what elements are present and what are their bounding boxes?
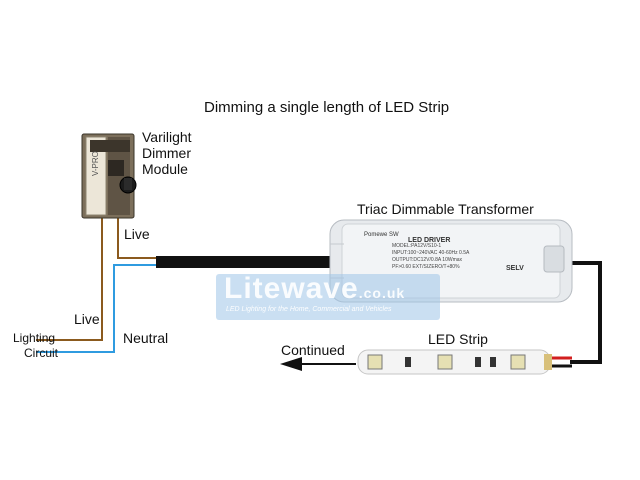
neutral-label: Neutral (123, 330, 169, 346)
driver-spec-1: MODEL:PA12V/S10-1 (392, 243, 442, 249)
diagram-title: Dimming a single length of LED Strip (204, 99, 450, 116)
driver-selv: SELV (506, 265, 524, 272)
watermark: Litewave.co.uk LED Lighting for the Home… (216, 272, 440, 320)
driver-spec-2: INPUT:100~240VAC 40-60Hz 0.5A (392, 250, 470, 256)
dimmer-label-line-1: Varilight (142, 129, 192, 145)
live-wire (36, 210, 158, 341)
main-cable (156, 256, 334, 268)
watermark-brand-main: Litewave (224, 272, 359, 305)
continued-label: Continued (281, 342, 345, 358)
driver-panel-title: LED DRIVER (408, 237, 451, 244)
driver-spec-4: PF>0.60 EXT/SIZERO/T+80% (392, 264, 460, 270)
live-label-top: Live (124, 226, 150, 242)
watermark-brand: Litewave.co.uk (224, 272, 405, 306)
dimmer-module (81, 133, 137, 219)
live-label-left: Live (74, 311, 100, 327)
dimmer-side-text: V-PRO (91, 151, 100, 176)
output-cable (570, 261, 602, 364)
watermark-brand-suffix: .co.uk (358, 285, 406, 301)
driver-spec-3: OUTPUT:DC12V/0.8A 10Wmax (392, 257, 463, 263)
lighting-circuit-line-1: Lighting (13, 331, 56, 345)
lighting-circuit-line-2: Circuit (24, 346, 59, 360)
driver-brand: Pomewe SW (364, 232, 399, 238)
dimmer-label-line-3: Module (142, 161, 188, 177)
led-strip (357, 349, 552, 375)
dimmer-label-line-2: Dimmer (142, 145, 191, 161)
continued-arrow (280, 357, 356, 371)
watermark-tagline: LED Lighting for the Home, Commercial an… (226, 306, 392, 313)
neutral-wire (36, 264, 158, 353)
led-strip-label: LED Strip (428, 331, 488, 347)
transformer-label: Triac Dimmable Transformer (357, 201, 534, 217)
